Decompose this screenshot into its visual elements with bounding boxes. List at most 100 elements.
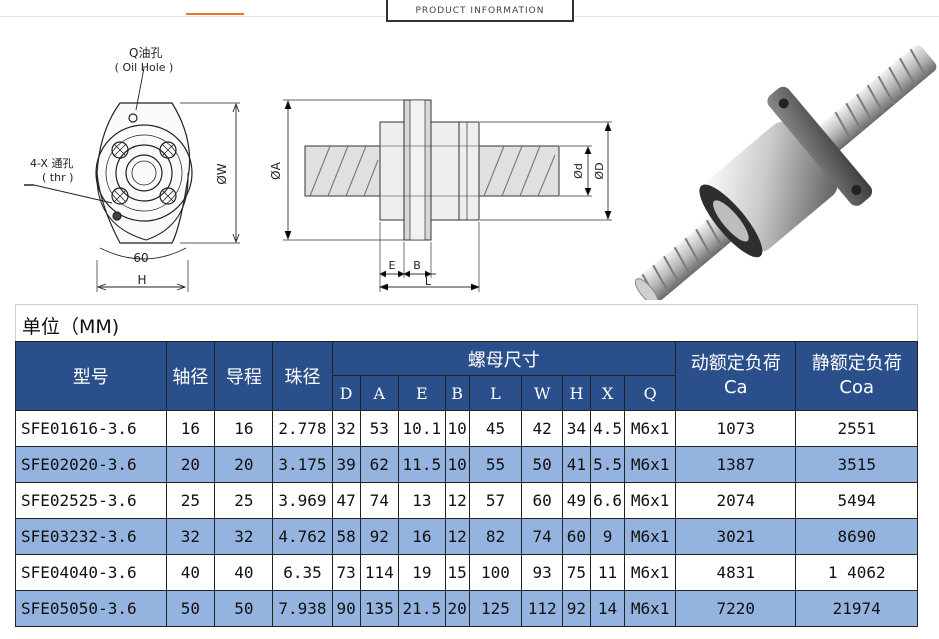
cell-d: 39: [331, 446, 361, 483]
cell-model: SFE04040-3.6: [15, 554, 167, 591]
dim-l: L: [425, 275, 432, 288]
product-photo: [634, 45, 937, 300]
cell-a: 62: [359, 446, 399, 483]
cell-ca: 2074: [675, 482, 797, 519]
cell-x: 4.5: [589, 410, 626, 447]
cell-ball: 6.35: [272, 554, 333, 591]
subheader-q: Q: [624, 375, 677, 411]
cell-w: 60: [521, 482, 563, 519]
cell-coa: 21974: [795, 590, 918, 627]
cell-l: 55: [468, 446, 523, 483]
cell-q: M6x1: [624, 446, 677, 483]
cell-e: 16: [397, 518, 446, 555]
cell-lead: 16: [214, 410, 274, 447]
cell-model: SFE01616-3.6: [15, 410, 167, 447]
header-dynamic-load-cn: 动额定负荷: [690, 353, 781, 374]
cell-ball: 4.762: [272, 518, 333, 555]
cell-w: 112: [521, 590, 563, 627]
cell-l: 82: [468, 518, 523, 555]
cell-a: 114: [359, 554, 399, 591]
header-static-load-sym: Coa: [839, 377, 875, 398]
unit-label: 单位（MM): [15, 304, 918, 341]
cell-ball: 2.778: [272, 410, 333, 447]
cell-shaft: 16: [165, 410, 216, 447]
cell-shaft: 32: [165, 518, 216, 555]
cell-a: 92: [359, 518, 399, 555]
cell-shaft: 20: [165, 446, 216, 483]
cell-lead: 20: [214, 446, 274, 483]
cell-q: M6x1: [624, 590, 677, 627]
cell-l: 45: [468, 410, 523, 447]
dim-w: ØW: [215, 163, 229, 184]
cell-h: 41: [561, 446, 591, 483]
cell-h: 49: [561, 482, 591, 519]
cell-coa: 5494: [795, 482, 918, 519]
thru-hole-label-cn: 4-X 通孔: [30, 157, 73, 170]
cell-q: M6x1: [624, 554, 677, 591]
cell-q: M6x1: [624, 410, 677, 447]
cell-w: 74: [521, 518, 563, 555]
table-row: SFE03232-3.6 32 32 4.762 58 92 16 12 82 …: [15, 518, 918, 555]
cell-x: 11: [589, 554, 626, 591]
cell-lead: 40: [214, 554, 274, 591]
cell-model: SFE02020-3.6: [15, 446, 167, 483]
subheader-b: B: [444, 375, 470, 411]
subheader-h: H: [561, 375, 591, 411]
subheader-l: L: [468, 375, 523, 411]
oil-hole-label-en: ( Oil Hole ): [115, 61, 174, 74]
cell-shaft: 25: [165, 482, 216, 519]
cell-w: 42: [521, 410, 563, 447]
cell-e: 19: [397, 554, 446, 591]
cell-e: 11.5: [397, 446, 446, 483]
cell-w: 93: [521, 554, 563, 591]
header-ball: 珠径: [272, 341, 333, 411]
cell-e: 21.5: [397, 590, 446, 627]
cell-e: 13: [397, 482, 446, 519]
subheader-a: A: [359, 375, 399, 411]
front-view: [24, 67, 240, 292]
cell-ca: 3021: [675, 518, 797, 555]
header-shaft: 轴径: [165, 341, 216, 411]
cell-w: 50: [521, 446, 563, 483]
cell-d: 90: [331, 590, 361, 627]
dim-h: H: [137, 273, 146, 287]
dim-60: 60: [133, 251, 148, 265]
cell-q: M6x1: [624, 482, 677, 519]
table-row: SFE02020-3.6 20 20 3.175 39 62 11.5 10 5…: [15, 446, 918, 483]
dim-b: B: [413, 259, 421, 272]
cell-l: 100: [468, 554, 523, 591]
section-title: PRODUCT INFORMATION: [415, 6, 545, 16]
cell-shaft: 40: [165, 554, 216, 591]
cell-ca: 7220: [675, 590, 797, 627]
cell-ball: 3.175: [272, 446, 333, 483]
section-title-box: PRODUCT INFORMATION: [386, 0, 574, 22]
cell-b: 15: [444, 554, 470, 591]
cell-a: 74: [359, 482, 399, 519]
subheader-e: E: [397, 375, 446, 411]
cell-ca: 1387: [675, 446, 797, 483]
cell-coa: 3515: [795, 446, 918, 483]
oil-hole-label-cn: Q油孔: [129, 46, 162, 60]
cell-ball: 3.969: [272, 482, 333, 519]
dim-e: E: [389, 259, 396, 272]
technical-drawing: Q油孔 ( Oil Hole ) 4-X 通孔 ( thr ) 60 H ØW: [24, 45, 937, 300]
table-row: SFE02525-3.6 25 25 3.969 47 74 13 12 57 …: [15, 482, 918, 519]
cell-h: 34: [561, 410, 591, 447]
cell-x: 6.6: [589, 482, 626, 519]
spec-table: 型号 轴径 导程 珠径 螺母尺寸 动额定负荷 Ca 静额定负荷 Coa D A …: [15, 341, 918, 627]
table-row: SFE05050-3.6 50 50 7.938 90 135 21.5 20 …: [15, 590, 918, 627]
cell-h: 60: [561, 518, 591, 555]
cell-model: SFE02525-3.6: [15, 482, 167, 519]
header-nut-dimensions: 螺母尺寸: [331, 341, 677, 376]
header-model: 型号: [15, 341, 167, 411]
dim-d: Ød: [572, 163, 585, 179]
side-view: [283, 99, 612, 292]
header-static-load: 静额定负荷 Coa: [795, 341, 918, 411]
dim-big-d: ØD: [593, 162, 606, 179]
header-static-load-cn: 静额定负荷: [811, 353, 902, 374]
cell-l: 125: [468, 590, 523, 627]
cell-b: 20: [444, 590, 470, 627]
cell-b: 10: [444, 410, 470, 447]
cell-lead: 50: [214, 590, 274, 627]
cell-lead: 25: [214, 482, 274, 519]
